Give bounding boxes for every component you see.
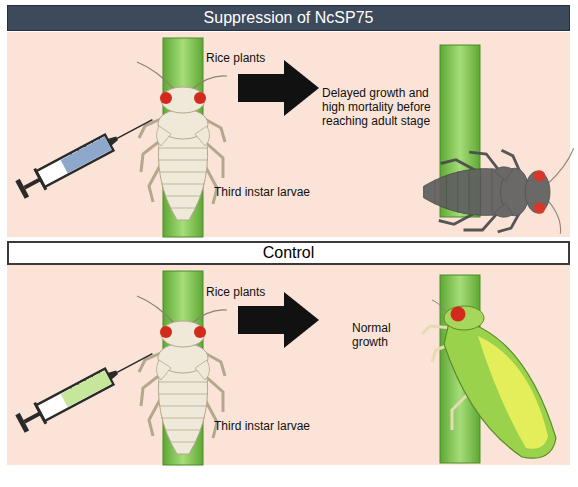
- syringe: [14, 343, 158, 435]
- heading-text: Suppression of NcSP75: [204, 9, 374, 27]
- dead-larva: [424, 148, 574, 234]
- result-note: Normal growth: [352, 321, 404, 349]
- plant-label: Rice plants: [206, 51, 286, 65]
- stage-label: Third instar larvae: [214, 419, 334, 433]
- block-arrow: [238, 60, 319, 116]
- plant-label: Rice plants: [206, 285, 286, 299]
- block-arrow: [238, 292, 319, 348]
- heading-text: Control: [263, 244, 315, 262]
- adult-leafhopper: [422, 300, 556, 458]
- panel: [7, 265, 570, 465]
- result-note: Delayed growth and high mortality before…: [322, 86, 450, 128]
- heading-band: Control: [7, 241, 570, 265]
- heading-band: Suppression of NcSP75: [7, 5, 570, 31]
- larva: [137, 296, 227, 454]
- stage-label: Third instar larvae: [214, 185, 334, 199]
- syringe: [14, 109, 158, 201]
- larva: [137, 62, 227, 220]
